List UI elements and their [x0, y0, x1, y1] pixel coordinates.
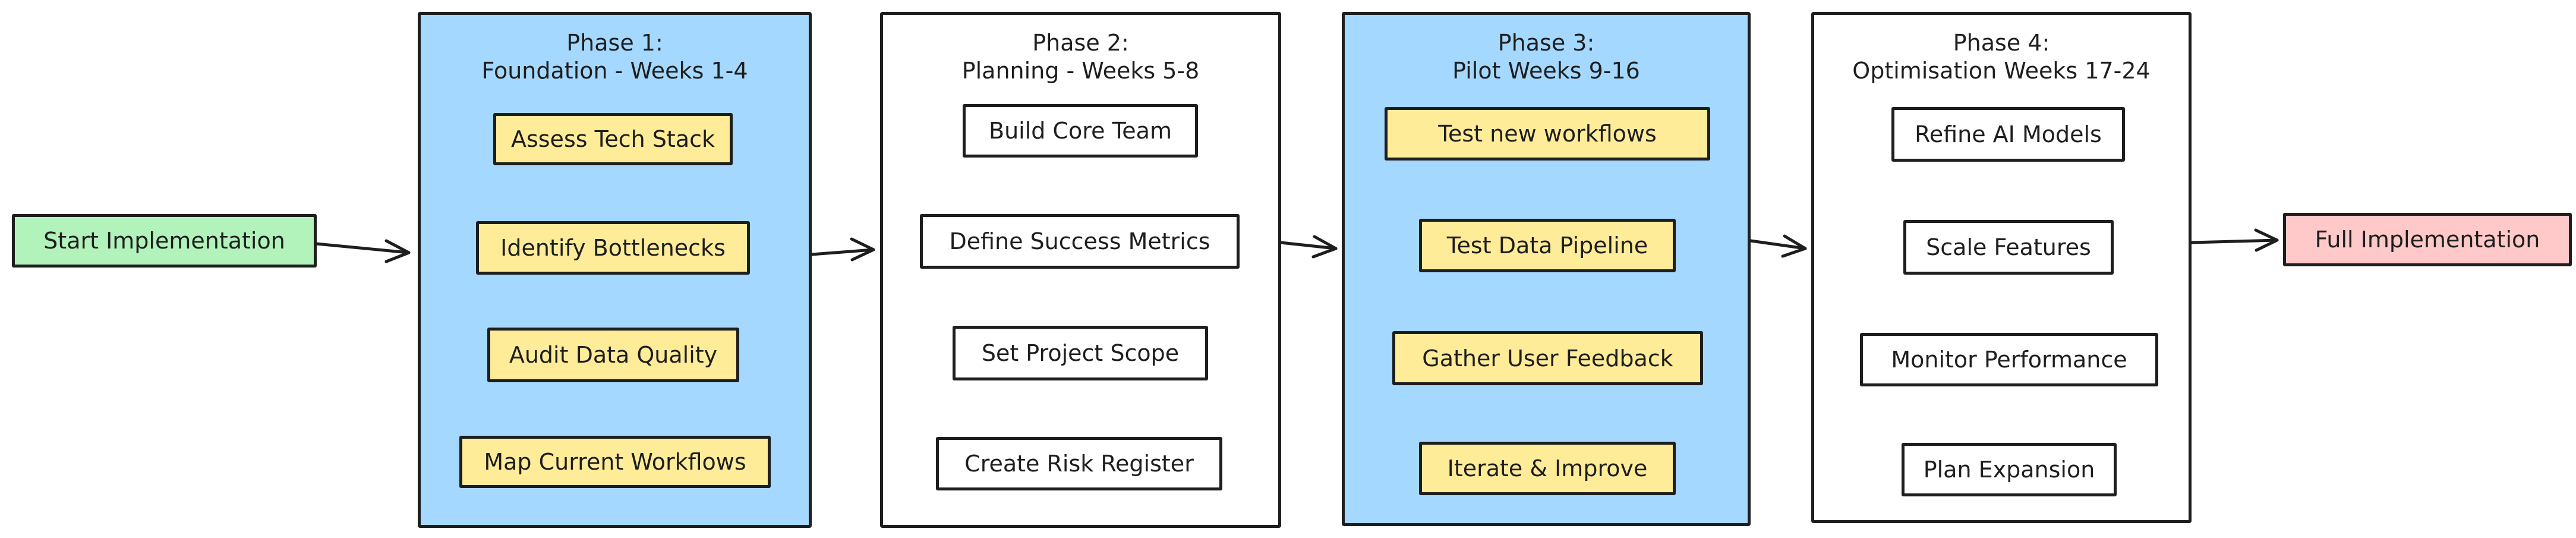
phase-2-title: Phase 2: Planning - Weeks 5-8: [961, 30, 1200, 84]
phase-3-step-2: Test Data Pipeline: [1419, 219, 1676, 272]
arrow-phase-2-to-phase-3: [1279, 241, 1338, 250]
phase-4-title: Phase 4: Optimisation Weeks 17-24: [1852, 30, 2151, 84]
arrow-phase-4-to-end: [2190, 238, 2279, 244]
phase-4-step-1: Refine AI Models: [1891, 107, 2125, 162]
phase-1-step-2: Identify Bottlenecks: [476, 221, 750, 275]
end-node: Full Implementation: [2283, 213, 2572, 266]
phase-1-step-3: Audit Data Quality: [487, 328, 739, 382]
arrow-phase-3-to-phase-4: [1749, 239, 1807, 250]
end-node-label: Full Implementation: [2315, 226, 2540, 253]
arrow-start-to-phase-1: [314, 242, 411, 254]
phase-3-title: Phase 3: Pilot Weeks 9-16: [1452, 30, 1640, 84]
start-node-label: Start Implementation: [43, 228, 285, 254]
phase-4-step-2: Scale Features: [1903, 220, 2114, 275]
phase-2-step-4: Create Risk Register: [936, 437, 1222, 490]
start-node: Start Implementation: [12, 214, 317, 268]
phase-1-step-4: Map Current Workflows: [459, 436, 771, 488]
phase-4-step-3: Monitor Performance: [1860, 333, 2158, 386]
phase-3-step-4: Iterate & Improve: [1419, 442, 1676, 495]
phase-1-step-1: Assess Tech Stack: [493, 113, 733, 165]
phase-3-step-3: Gather User Feedback: [1392, 331, 1703, 385]
phase-2-step-2: Define Success Metrics: [920, 214, 1240, 269]
arrow-phase-1-to-phase-2: [810, 248, 875, 256]
phase-2-step-3: Set Project Scope: [953, 326, 1208, 380]
phase-3-step-1: Test new workflows: [1385, 107, 1710, 161]
phase-4-step-4: Plan Expansion: [1902, 443, 2117, 496]
phase-2-step-1: Build Core Team: [963, 104, 1198, 158]
phase-1-title: Phase 1: Foundation - Weeks 1-4: [481, 30, 748, 84]
